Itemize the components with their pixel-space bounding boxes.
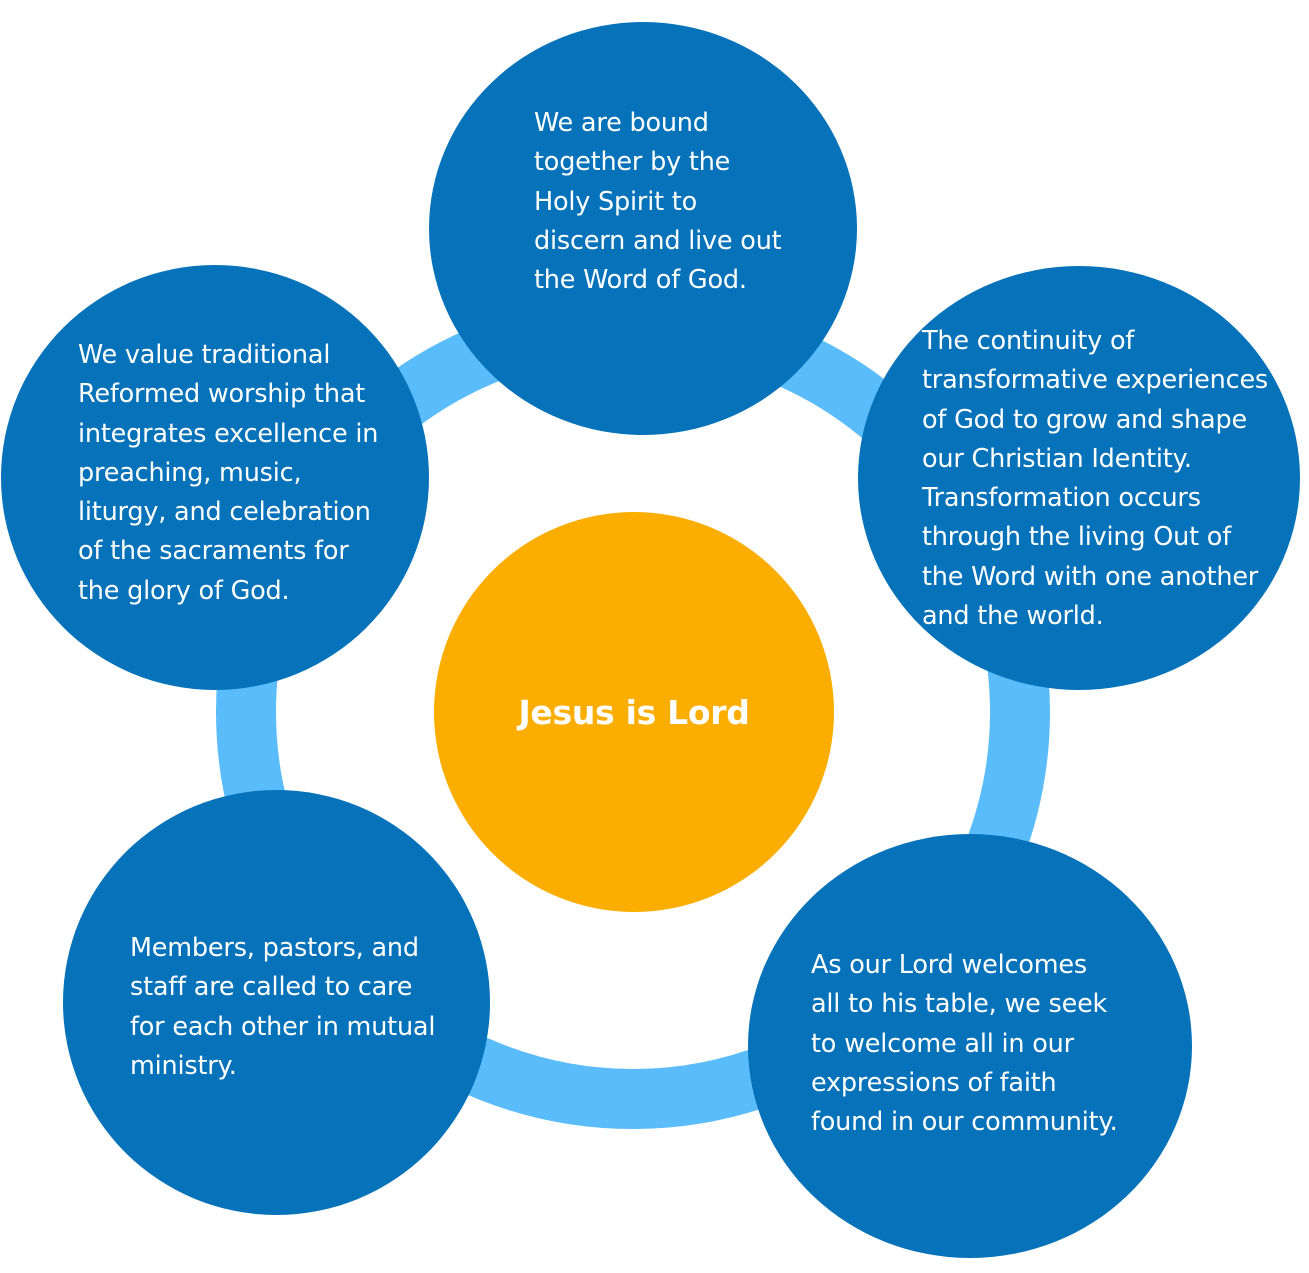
node-welcome: As our Lord welcomes all to his table, w… [748, 834, 1192, 1258]
center-circle: Jesus is Lord [434, 512, 834, 912]
node-word-of-god: We are bound together by the Holy Spirit… [429, 22, 857, 435]
node-word-of-god-text: We are bound together by the Holy Spirit… [534, 108, 782, 296]
node-worship: We value traditional Reformed worship th… [1, 265, 429, 690]
node-welcome-text: As our Lord welcomes all to his table, w… [811, 950, 1118, 1138]
node-transformation: The continuity of transformative experie… [858, 266, 1300, 690]
center-label: Jesus is Lord [518, 692, 750, 732]
node-transformation-text: The continuity of transformative experie… [922, 326, 1269, 632]
node-worship-text: We value traditional Reformed worship th… [78, 340, 379, 606]
node-mutual-care-text: Members, pastors, and staff are called t… [130, 933, 436, 1081]
node-mutual-care: Members, pastors, and staff are called t… [63, 790, 490, 1215]
